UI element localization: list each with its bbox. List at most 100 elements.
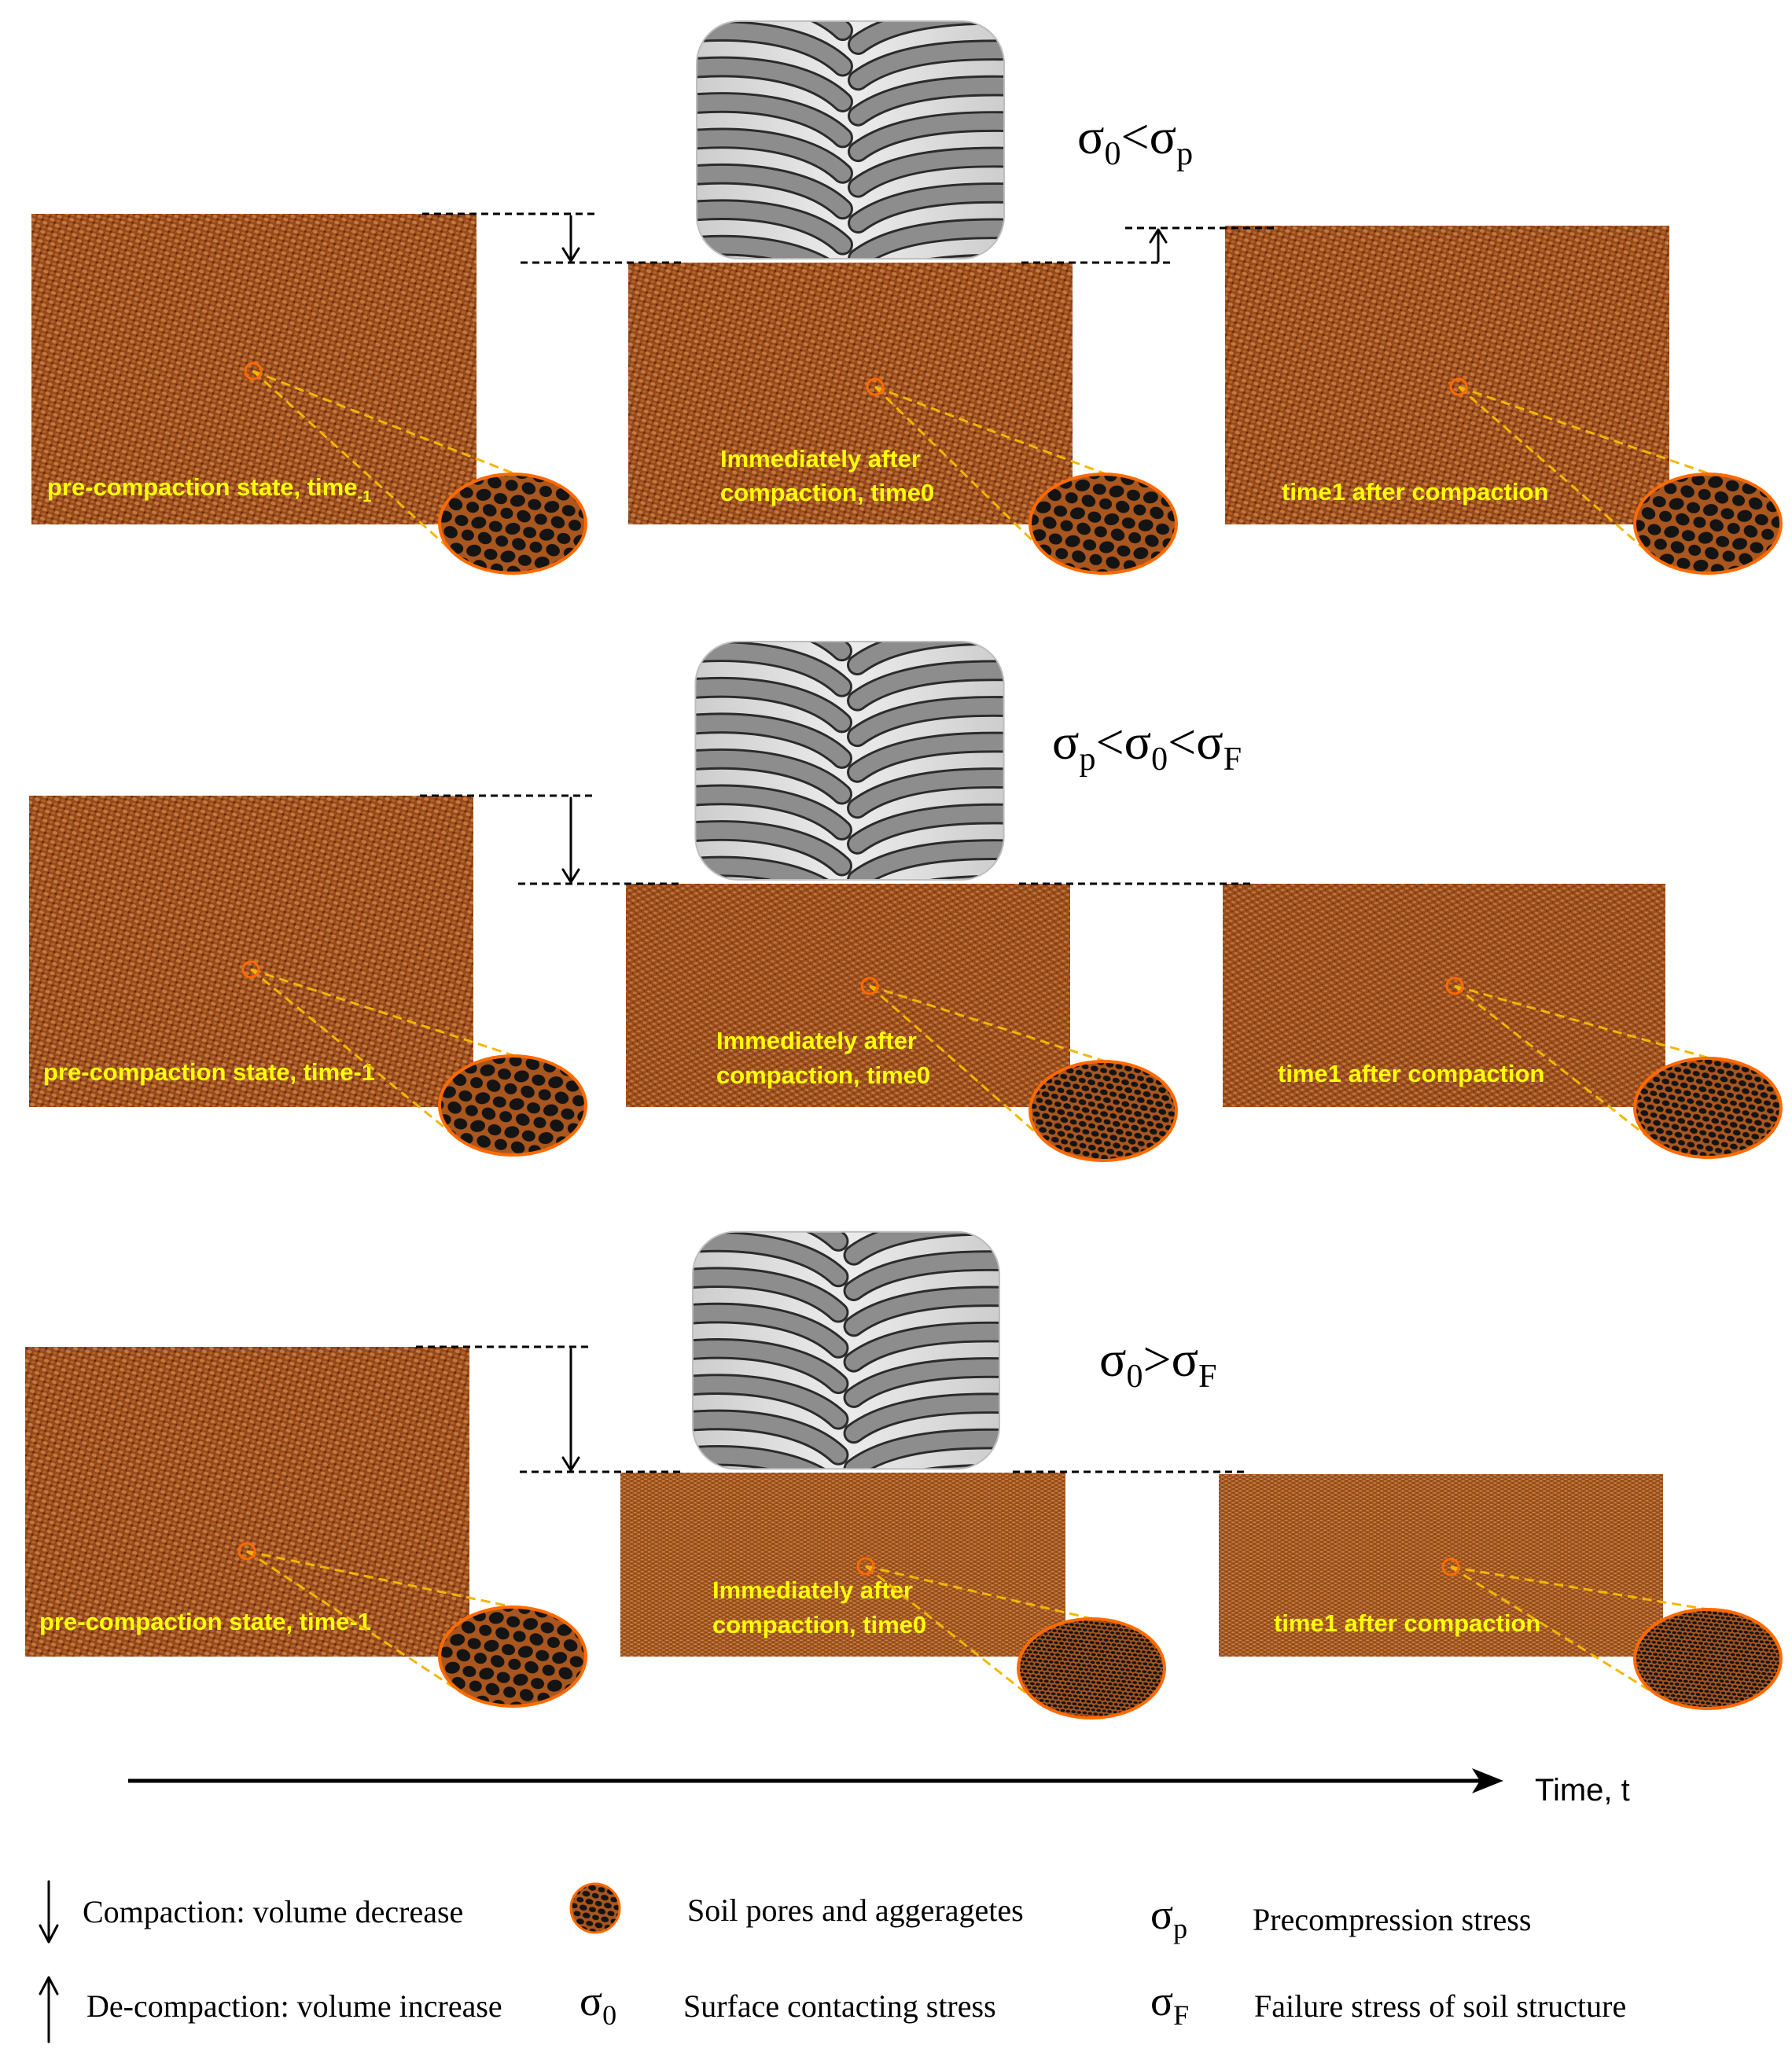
stress-subscript: 0 [602, 1999, 616, 2031]
compaction-arrow-icon [561, 215, 580, 263]
stress-symbol: σ [1150, 109, 1177, 164]
zoom-connector-line [865, 1565, 1097, 1621]
tire [679, 616, 1021, 915]
soil-pores-zoom [1028, 473, 1178, 575]
stress-subscript: p [1080, 741, 1096, 778]
zoom-connector-line [246, 1550, 462, 1694]
soil-block-immediate [620, 1473, 1065, 1657]
immediate-label-line1: Immediately after [712, 1576, 913, 1604]
comparison-operator: < [1121, 109, 1150, 164]
soil-block-after [1219, 1474, 1663, 1657]
zoom-connector-line [869, 984, 1052, 1148]
comparison-operator: < [1096, 714, 1124, 770]
soil-labels: pre-compaction state, time-1 Immediately… [39, 445, 1548, 1639]
stress-symbol: σ [1124, 714, 1152, 770]
sample-point-marker [244, 362, 263, 381]
stress-subscript: 0 [1105, 136, 1121, 172]
zoom-connector-line [1450, 1565, 1657, 1696]
immediate-label-line2: compaction, time0 [720, 479, 934, 506]
soil-block-immediate [626, 884, 1070, 1107]
stress-subscript: F [1173, 1999, 1189, 2031]
zoom-connector-line [869, 984, 1109, 1064]
legend-sigma-f-text: Failure stress of soil structure [1254, 1988, 1626, 2024]
immediate-label-line2: compaction, time0 [712, 1611, 926, 1639]
soil-pores-zoom [1633, 1608, 1783, 1710]
soil-block-pre [25, 1347, 469, 1657]
label-text: pre-compaction state, time [47, 473, 357, 501]
stress-subscript: 0 [1127, 1359, 1143, 1395]
compaction-arrow-icon [561, 796, 580, 884]
soil-blocks [25, 214, 1669, 1657]
zoom-connector-line [1458, 385, 1657, 561]
after-compaction-label: time1 after compaction [1278, 1060, 1544, 1087]
immediate-label-line2: compaction, time0 [716, 1061, 930, 1089]
sample-point-marker [1441, 1558, 1460, 1576]
stress-symbol: σ [1150, 1891, 1173, 1938]
comparison-operator: < [1168, 714, 1196, 770]
legend-sigma-0-text: Surface contacting stress [683, 1988, 996, 2024]
time-axis-arrowhead [1472, 1768, 1503, 1793]
zoom-connector-line [250, 968, 462, 1142]
stress-symbol: σ [1099, 1331, 1127, 1387]
zoom-connector-line [252, 370, 462, 561]
zoom-connector-line [252, 370, 518, 476]
stress-symbol: σ [580, 1977, 602, 2025]
legend-sigma-f: σF [1150, 1977, 1189, 2031]
label-text: pre-compaction state, time-1 [39, 1608, 371, 1635]
time-axis-label: Time, t [1535, 1773, 1630, 1808]
up-arrow-icon [39, 1976, 59, 2043]
soil-pores-zoom [438, 1054, 587, 1157]
legend-compaction-text: Compaction: volume decrease [83, 1894, 463, 1929]
pre-compaction-label: pre-compaction state, time-1 [43, 1058, 375, 1086]
soil-pores-icon [569, 1882, 621, 1934]
surface-level-lines [416, 212, 1279, 1473]
zoom-connector-line [1454, 984, 1657, 1145]
soil-pores-zoom [438, 1605, 587, 1708]
sample-point-marker [237, 1542, 256, 1561]
stress-condition: σ0<σp [1077, 109, 1193, 172]
label-text: pre-compaction state, time-1 [43, 1058, 375, 1086]
sample-point-marker [860, 977, 879, 995]
legend-sigma-0: σ0 [580, 1977, 616, 2031]
legend-sigma-p: σp [1150, 1891, 1187, 1944]
sample-point-marker [856, 1557, 875, 1576]
stress-subscript: F [1223, 741, 1242, 778]
stress-subscript: p [1176, 136, 1193, 172]
immediate-label-line1: Immediately after [716, 1027, 917, 1054]
zoom-connector-line [874, 385, 1053, 561]
decompaction-arrow-icon [1149, 228, 1168, 263]
after-compaction-label: time1 after compaction [1274, 1609, 1540, 1637]
stress-symbol: σ [1196, 714, 1223, 770]
compaction-arrow-icon [561, 1348, 580, 1472]
sample-point-marker [1449, 377, 1468, 396]
immediate-label-line1: Immediately after [720, 445, 921, 473]
stress-symbol: σ [1150, 1977, 1173, 2025]
pore-details [237, 362, 1783, 1719]
label-subscript: -1 [357, 488, 371, 506]
sample-point-marker [866, 377, 885, 396]
soil-block-after [1223, 884, 1665, 1107]
legend: Compaction: volume decrease Soil pores a… [39, 1880, 1626, 2043]
zoom-connector-line [250, 968, 518, 1058]
stress-condition: σp<σ0<σF [1052, 714, 1242, 778]
stress-symbol: σ [1052, 714, 1080, 770]
zoom-connector-line [865, 1565, 1040, 1705]
soil-pores-zoom [1633, 473, 1783, 575]
tire [675, 1206, 1016, 1504]
time-axis: Time, t [128, 1768, 1630, 1808]
sample-point-marker [241, 960, 260, 979]
pre-compaction-label: pre-compaction state, time-1 [39, 1608, 371, 1635]
tire [679, 0, 1021, 295]
soil-block-pre [29, 796, 473, 1107]
down-arrow-icon [39, 1880, 59, 1944]
soil-block-pre [31, 214, 477, 524]
stress-condition: σ0>σF [1099, 1331, 1216, 1395]
stress-symbol: σ [1172, 1331, 1199, 1387]
legend-sigma-p-text: Precompression stress [1253, 1902, 1531, 1937]
legend-decompaction-text: De-compaction: volume increase [86, 1988, 502, 2024]
zoom-connector-line [874, 385, 1109, 476]
pre-compaction-label: pre-compaction state, time-1 [47, 473, 371, 506]
comparison-operator: > [1143, 1331, 1172, 1387]
stress-symbol: σ [1077, 109, 1105, 164]
legend-pores-text: Soil pores and aggeragetes [687, 1892, 1024, 1928]
